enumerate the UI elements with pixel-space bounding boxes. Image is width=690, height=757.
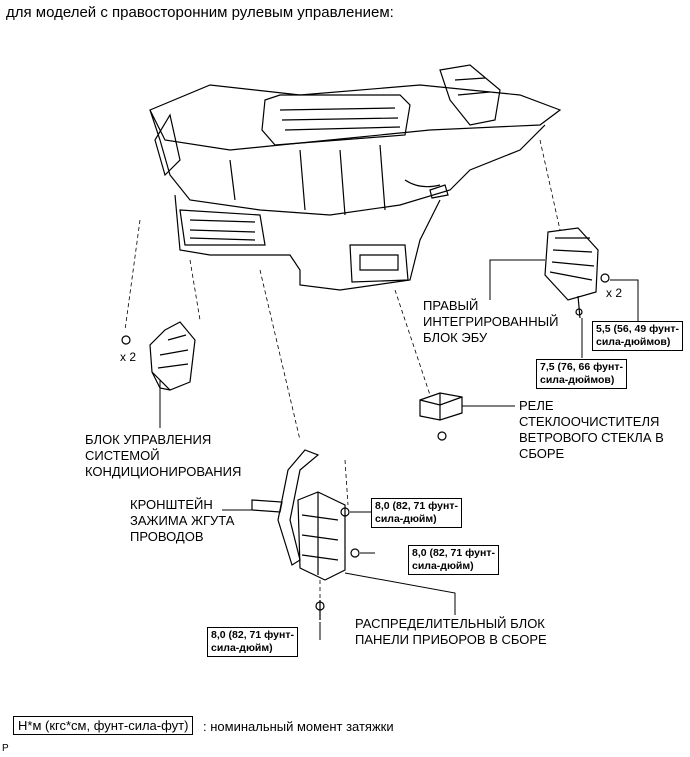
ecu-right-drawing <box>544 227 610 319</box>
page-heading: для моделей с правосторонним рулевым упр… <box>6 4 394 21</box>
ac-bolt-quantity: x 2 <box>120 350 137 364</box>
torque-spec-ecu-nut: 5,5 (56, 49 фунт- сила-дюймов) <box>592 321 683 351</box>
harness-bracket-label: КРОНШТЕЙН ЗАЖИМА ЖГУТА ПРОВОДОВ <box>130 497 235 544</box>
wiper-relay-drawing <box>419 392 463 441</box>
ecu-right-label: ПРАВЫЙ ИНТЕГРИРОВАННЫЙ БЛОК ЭБУ <box>423 298 559 345</box>
torque-legend-box: Н*м (кгс*см, фунт-сила-фут) <box>13 716 194 735</box>
torque-spec-junction-bottom: 8,0 (82, 71 фунт- сила-дюйм) <box>207 627 298 657</box>
wiper-relay-label: РЕЛЕ СТЕКЛООЧИСТИТЕЛЯ ВЕТРОВОГО СТЕКЛА В… <box>519 398 664 461</box>
ac-control-label: БЛОК УПРАВЛЕНИЯ СИСТЕМОЙ КОНДИЦИОНИРОВАН… <box>85 432 242 479</box>
junction-block-label: РАСПРЕДЕЛИТЕЛЬНЫЙ БЛОК ПАНЕЛИ ПРИБОРОВ В… <box>355 616 547 647</box>
junction-block-drawing <box>297 491 360 620</box>
ecu-bolt-quantity: x 2 <box>606 286 623 300</box>
torque-spec-junction-upper: 8,0 (82, 71 фунт- сила-дюйм) <box>371 498 462 528</box>
hvac-assembly-drawing <box>149 64 562 291</box>
torque-spec-junction-lower: 8,0 (82, 71 фунт- сила-дюйм) <box>408 545 499 575</box>
harness-bracket-drawing <box>251 449 320 566</box>
torque-spec-ecu-bolt: 7,5 (76, 66 фунт- сила-дюймов) <box>536 359 627 389</box>
figure-code: P <box>2 743 9 754</box>
torque-legend-text: : номинальный момент затяжки <box>203 719 394 734</box>
